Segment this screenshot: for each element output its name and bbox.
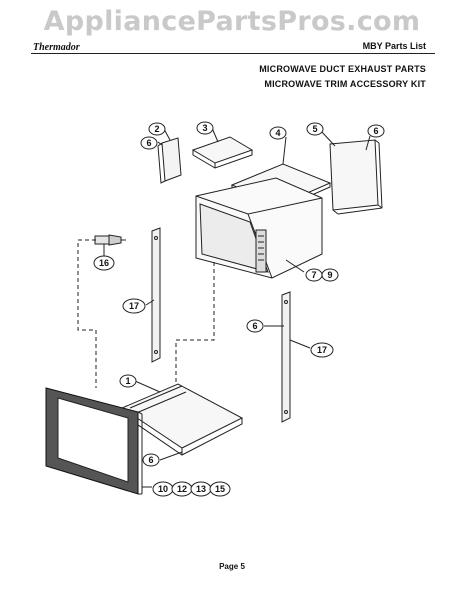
part-17-left-side-strip — [151, 227, 161, 363]
leader-line — [289, 339, 311, 349]
leader-line — [157, 141, 163, 146]
leader-line — [320, 130, 336, 147]
callout-17-left-label: 17 — [129, 301, 139, 311]
callout-6-bottom — [142, 453, 160, 467]
parts-list-title: MBY Parts List — [362, 41, 426, 51]
callout-16-label: 16 — [99, 258, 109, 268]
callout-17-right — [310, 342, 334, 358]
part-16-connector — [94, 234, 126, 246]
callout-15 — [209, 481, 231, 497]
watermark-text: AppliancePartsPros.com — [43, 6, 421, 37]
callout-3-label: 3 — [202, 123, 207, 133]
callout-12-label: 12 — [177, 484, 187, 494]
callout-4-label: 4 — [275, 128, 280, 138]
duct-path-dashed — [175, 262, 215, 384]
callout-6-top-right — [367, 124, 385, 138]
leader-line — [285, 259, 305, 273]
leader-line — [134, 380, 161, 393]
section-subtitle: MICROWAVE TRIM ACCESSORY KIT — [264, 79, 426, 89]
brand-logo: Thermador — [33, 42, 80, 53]
trim-frame — [45, 387, 143, 495]
header-rule — [31, 53, 435, 54]
callout-2-label: 2 — [154, 124, 159, 134]
callout-6-bottom-label: 6 — [148, 455, 153, 465]
callout-5 — [306, 122, 324, 136]
leader-line — [282, 136, 287, 165]
callout-15-label: 15 — [215, 484, 225, 494]
page-number: Page 5 — [219, 562, 245, 571]
callout-1 — [119, 374, 137, 388]
callout-6-right-strip — [246, 319, 264, 333]
section-title: MICROWAVE DUCT EXHAUST PARTS — [259, 64, 426, 74]
callout-16 — [93, 255, 115, 271]
callout-5-label: 5 — [312, 124, 317, 134]
callout-1-label: 1 — [125, 376, 130, 386]
part-17-right-side-strip — [281, 291, 291, 423]
callout-6-top-right-label: 6 — [373, 126, 378, 136]
callout-13-label: 13 — [196, 484, 206, 494]
callout-17-right-label: 17 — [317, 345, 327, 355]
leader-line — [211, 127, 219, 143]
leader-line — [365, 135, 371, 151]
callout-6-right-strip-label: 6 — [252, 321, 257, 331]
part-1-bottom-tray — [120, 383, 244, 456]
cable-path-dashed — [77, 239, 97, 388]
callout-9 — [321, 268, 339, 282]
callout-17-left — [122, 298, 146, 314]
part-5-rear-plate — [329, 139, 383, 215]
callout-6-top-left — [140, 136, 158, 150]
callout-7-label: 7 — [311, 270, 316, 280]
callout-4 — [269, 126, 287, 140]
callout-3 — [196, 121, 214, 135]
leader-line — [159, 451, 183, 461]
part-3-cover-panel — [191, 136, 254, 169]
leader-line — [145, 299, 155, 306]
callout-9-label: 9 — [327, 270, 332, 280]
microwave-oven-body — [195, 177, 323, 279]
callout-2 — [148, 122, 166, 136]
part-2-bracket — [157, 137, 182, 184]
callout-10-label: 10 — [158, 484, 168, 494]
callout-6-top-left-label: 6 — [146, 138, 151, 148]
